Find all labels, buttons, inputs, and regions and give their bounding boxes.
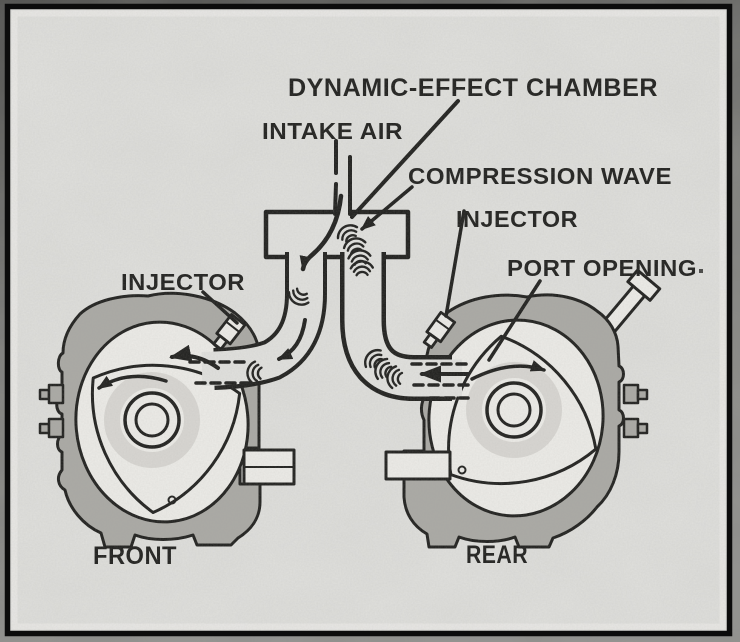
border-frame	[4, 3, 733, 637]
scan-grain	[10, 9, 727, 631]
